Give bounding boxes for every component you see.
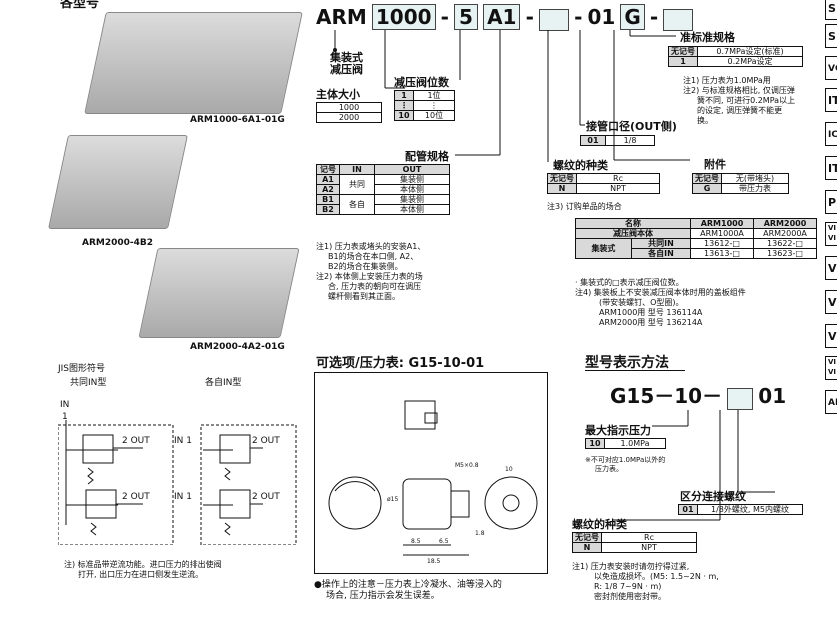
side-tab-13[interactable]: AR — [825, 390, 837, 414]
side-tab-4[interactable]: IT — [825, 88, 837, 112]
side-tab-5[interactable]: IC — [825, 122, 837, 146]
code-piping: A1 — [483, 4, 521, 30]
side-tab-11[interactable]: V — [825, 324, 837, 348]
standard-label: 准标准规格 — [680, 31, 735, 44]
gauge-note: ●操作上的注意－压力表上冷凝水、油等浸入的 场合, 压力指示会发生误差。 — [314, 580, 502, 601]
dim-d15: ø15 — [387, 496, 399, 503]
section-title: 各型号 — [60, 0, 100, 11]
model-code: ARM 1000 - 5 A1 - - 01 G - — [316, 4, 694, 31]
jis-port-1: 1 — [62, 412, 68, 422]
jis-out-1: 2 OUT — [122, 436, 150, 446]
side-tab-3[interactable]: VC — [825, 56, 837, 80]
side-tab-9[interactable]: V — [825, 256, 837, 280]
series-label: 集装式 减压阀 — [330, 51, 363, 76]
code-size: 1000 — [371, 4, 436, 30]
note-3: 注3) 订购单品的场合 — [547, 202, 622, 211]
max-pressure-label: 最大指示压力 — [585, 424, 651, 437]
model-title-underline — [585, 370, 685, 371]
conn-thread-label: 区分连接螺纹 — [680, 490, 746, 503]
photo-caption-2: ARM2000-4B2 — [82, 238, 154, 248]
body-size-table: 1000 2000 — [316, 102, 382, 123]
code-thread-box — [538, 8, 569, 31]
piping-notes: 注1) 压力表或堵头的安装A1、 B1的场合在本口侧, A2、 B2的场合在集装… — [316, 242, 426, 301]
photo-caption-1: ARM1000-6A1-01G — [190, 115, 285, 125]
jis-out-3: 2 OUT — [252, 436, 280, 446]
piping-label: 配管规格 — [405, 150, 449, 163]
code-stations: 5 — [454, 4, 478, 30]
standard-notes: 注1) 压力表为1.0MPa用 注2) 与标准规格相比, 仅调压弹 簧不同, 可… — [683, 76, 796, 125]
code-standard-box — [663, 8, 694, 31]
gauge-thread-label: 螺纹的种类 — [572, 518, 627, 531]
side-tab-8[interactable]: VI VI — [825, 222, 837, 246]
model-title: 型号表示方法 — [585, 355, 669, 371]
gauge-drawing — [328, 400, 538, 556]
photo-caption-3: ARM2000-4A2-01G — [190, 342, 285, 352]
jis-in-label: IN — [60, 400, 70, 410]
dim-18: 1.8 — [475, 530, 485, 537]
side-tab-6[interactable]: IT — [825, 156, 837, 180]
body-size-label: 主体大小 — [316, 88, 360, 101]
side-tab-1[interactable]: S — [825, 0, 837, 20]
code-accessory: G — [620, 4, 645, 30]
gauge-model-notes: 注1) 压力表安装时请勿拧得过紧, 以免造成损坏。(M5: 1.5~2N · m… — [572, 562, 719, 601]
jis-in1-2: IN 1 — [174, 492, 192, 502]
jis-common-label: 共同IN型 — [70, 378, 107, 388]
thread-label: 螺纹的种类 — [553, 159, 608, 172]
stations-label: 减压阀位数 — [394, 76, 449, 89]
dim-m5: M5×0.8 — [455, 462, 479, 469]
gauge-title: 可选项/压力表: G15-10-01 — [316, 356, 485, 371]
jis-out-4: 2 OUT — [252, 492, 280, 502]
jis-title: JIS图形符号 — [58, 364, 106, 374]
jis-in1-1: IN 1 — [174, 436, 192, 446]
gauge-drawing-frame: M5×0.8 ø15 8.5 6.5 18.5 10 1.8 — [314, 372, 548, 574]
code-port: 01 — [587, 5, 616, 29]
gauge-model-code: G15－10－ 01 — [610, 384, 787, 410]
max-pressure-note: ※不可对应1.0MPa以外的 压力表。 — [585, 456, 666, 473]
gauge-code-box — [727, 387, 754, 410]
accessory-label: 附件 — [704, 158, 726, 171]
side-tab-12[interactable]: VI VI — [825, 356, 837, 380]
side-tab-2[interactable]: S — [825, 24, 837, 48]
jis-out-2: 2 OUT — [122, 492, 150, 502]
dim-10: 10 — [505, 466, 513, 473]
jis-symbol-diagram — [58, 420, 297, 545]
dim-85: 8.5 — [411, 538, 421, 545]
jis-separate-label: 各自IN型 — [205, 378, 242, 388]
dim-65: 6.5 — [439, 538, 449, 545]
side-tab-10[interactable]: V — [825, 290, 837, 314]
port-label: 接管口径(OUT侧) — [586, 120, 677, 133]
dim-185: 18.5 — [427, 558, 441, 565]
side-tab-7[interactable]: P — [825, 190, 837, 214]
jis-note: 注) 标准品带逆流功能。进口压力的排出使阀 打开, 出口压力在进口侧发生逆流。 — [64, 560, 222, 579]
order-notes: · 集装式的□表示减压阀位数。 注4) 集装板上不安装减压阀本体时用的盖板组件 … — [575, 278, 746, 327]
code-prefix: ARM — [316, 5, 367, 29]
